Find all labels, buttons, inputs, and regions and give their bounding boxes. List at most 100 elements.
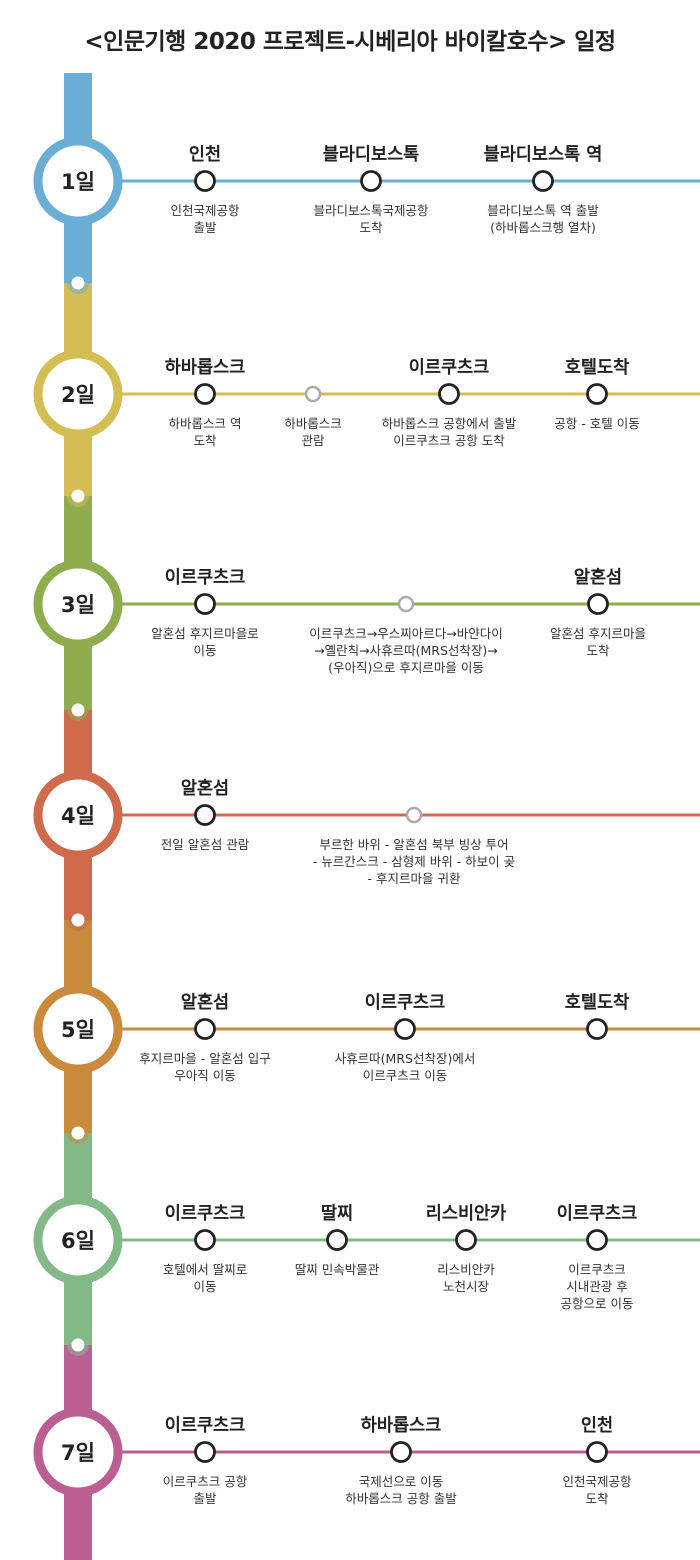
station-description: 도착 bbox=[193, 433, 217, 448]
station-description: 딸찌 민속박물관 bbox=[295, 1262, 380, 1277]
station-description: 이르쿠츠크 이동 bbox=[363, 1068, 447, 1083]
station-description: 도착 bbox=[359, 220, 383, 235]
waypoint-marker bbox=[304, 385, 322, 403]
station-description: 하바롭스크 bbox=[284, 416, 342, 431]
station-description: 블라디보스톡국제공항 bbox=[313, 203, 429, 218]
day-badge: 7일 bbox=[33, 1407, 123, 1497]
station-name: 이르쿠츠크 bbox=[365, 993, 446, 1013]
station-description: 전일 알혼섬 관람 bbox=[161, 837, 250, 852]
station-marker bbox=[194, 1018, 216, 1040]
station-name: 이르쿠츠크 bbox=[165, 1204, 246, 1224]
station-marker bbox=[394, 1018, 416, 1040]
station-name: 알혼섬 bbox=[181, 992, 229, 1013]
station-marker bbox=[390, 1441, 412, 1463]
station-name: 블라디보스톡 역 bbox=[484, 145, 603, 165]
station-marker bbox=[586, 1229, 608, 1251]
segment-junction bbox=[67, 699, 89, 721]
day-label: 3일 bbox=[61, 593, 95, 617]
waypoint: 이르쿠츠크→우스찌아르다→바얀다이→옐란칙→사휴르따(MRS선착장)→(우아직)… bbox=[309, 595, 503, 675]
day-badge: 4일 bbox=[33, 770, 123, 860]
station-description: 이르쿠츠크 공항 도착 bbox=[393, 433, 505, 448]
station-marker bbox=[194, 804, 216, 826]
station-description: 노천시장 bbox=[443, 1279, 490, 1294]
station-description: 출발 bbox=[193, 220, 217, 235]
station-description: 시내관광 후 bbox=[566, 1279, 627, 1294]
station-description: 관람 bbox=[301, 433, 325, 448]
station-name: 리스비안카 bbox=[426, 1204, 507, 1224]
station-description: 인천국제공항 bbox=[170, 203, 240, 218]
station-marker bbox=[455, 1229, 477, 1251]
station-name: 블라디보스톡 bbox=[323, 145, 420, 165]
station-description: - 후지르마을 귀환 bbox=[368, 871, 461, 886]
station-description: 도착 bbox=[585, 1491, 609, 1506]
station-marker bbox=[586, 1018, 608, 1040]
station-name: 인천 bbox=[189, 145, 221, 165]
day-badge: 1일 bbox=[33, 136, 123, 226]
segment-junction bbox=[67, 1334, 89, 1356]
day-badge: 5일 bbox=[33, 984, 123, 1074]
station-description: 알혼섬 후지르마을 bbox=[550, 626, 646, 641]
station-marker bbox=[438, 383, 460, 405]
station-name: 인천 bbox=[581, 1416, 613, 1436]
station-description: 도착 bbox=[586, 643, 610, 658]
waypoint: 부르한 바위 - 알혼섬 북부 빙상 투어- 뉴르간스크 - 삼형제 바위 - … bbox=[313, 806, 515, 886]
day-label: 2일 bbox=[61, 383, 95, 407]
station-description: 이르쿠츠크 공항 bbox=[163, 1474, 248, 1489]
station-description: 리스비안카 bbox=[437, 1262, 495, 1277]
station-name: 딸찌 bbox=[321, 1204, 353, 1224]
station-marker bbox=[587, 593, 609, 615]
station-description: 공항 - 호텔 이동 bbox=[554, 416, 639, 431]
station-description: 하바롭스크 공항에서 출발 bbox=[382, 416, 517, 431]
station-name: 이르쿠츠크 bbox=[165, 1416, 246, 1436]
station-marker bbox=[586, 383, 608, 405]
station-name: 알혼섬 bbox=[574, 567, 622, 588]
station-description: 하바롭스크 공항 출발 bbox=[345, 1491, 457, 1506]
station-description: 인천국제공항 bbox=[562, 1474, 632, 1489]
station-description: 호텔에서 딸찌로 bbox=[163, 1262, 247, 1277]
station-name: 호텔도착 bbox=[565, 993, 629, 1013]
page-title: <인문기행 2020 프로젝트-시베리아 바이칼호수> 일정 bbox=[84, 29, 616, 55]
station-description: 이동 bbox=[193, 643, 216, 658]
segment-junction bbox=[67, 272, 89, 294]
station-description: 이르쿠츠크 bbox=[568, 1262, 626, 1277]
station-description: 국제선으로 이동 bbox=[359, 1474, 443, 1489]
station-description: 하바롭스크 역 bbox=[169, 416, 242, 431]
day-badge: 6일 bbox=[33, 1195, 123, 1285]
station-marker bbox=[194, 1441, 216, 1463]
station-name: 이르쿠츠크 bbox=[409, 358, 490, 378]
station-description: 공항으로 이동 bbox=[561, 1296, 634, 1311]
day-label: 7일 bbox=[61, 1441, 95, 1465]
segment-junction bbox=[67, 485, 89, 507]
station: 호텔도착 bbox=[565, 993, 629, 1040]
station-description: 이동 bbox=[193, 1279, 216, 1294]
station-description: (우아직)으로 후지르마을 이동 bbox=[328, 660, 484, 675]
station-name: 하바롭스크 bbox=[165, 357, 246, 378]
station-name: 하바롭스크 bbox=[361, 1415, 442, 1436]
station-description: 출발 bbox=[193, 1491, 217, 1506]
day-label: 5일 bbox=[61, 1018, 95, 1042]
station-name: 이르쿠츠크 bbox=[165, 568, 246, 588]
station-marker bbox=[326, 1229, 348, 1251]
station-description: 후지르마을 - 알혼섬 입구 bbox=[139, 1051, 270, 1066]
station-description: 알혼섬 후지르마을로 bbox=[151, 626, 258, 641]
station-marker bbox=[194, 593, 216, 615]
station-description: 이르쿠츠크→우스찌아르다→바얀다이 bbox=[309, 626, 502, 641]
